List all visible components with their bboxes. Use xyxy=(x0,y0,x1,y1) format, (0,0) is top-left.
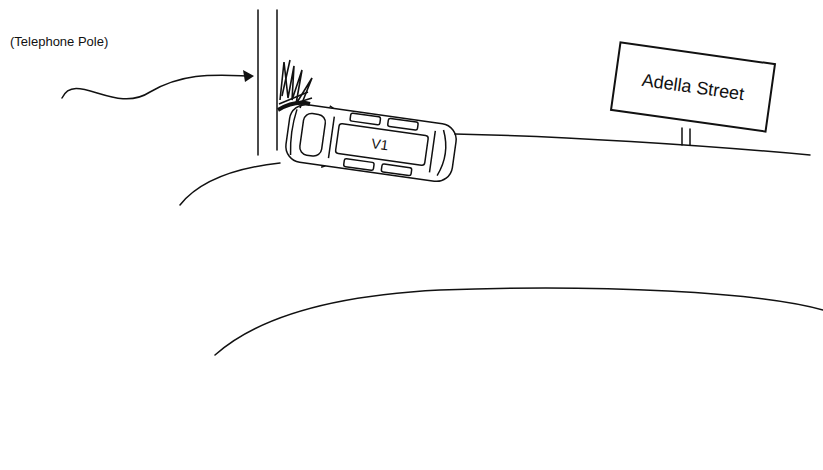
window xyxy=(388,118,419,130)
telephone-pole xyxy=(258,10,277,155)
impact-damage xyxy=(278,60,312,110)
mirror xyxy=(321,106,334,168)
rear-window xyxy=(437,130,448,176)
car-body xyxy=(284,101,459,186)
window xyxy=(343,158,374,170)
leader-line xyxy=(62,75,250,99)
road-edge xyxy=(215,288,823,355)
window xyxy=(350,113,381,125)
front-bumper xyxy=(289,109,297,155)
window xyxy=(381,164,412,176)
street-sign: Adella Street xyxy=(610,41,776,132)
road-edge xyxy=(180,163,280,205)
street-name: Adella Street xyxy=(641,69,746,104)
road-edge xyxy=(455,134,810,155)
hood xyxy=(299,112,327,157)
vehicle: V1 xyxy=(281,96,461,189)
car-body xyxy=(284,103,458,184)
vehicle-label: V1 xyxy=(370,135,389,153)
arrowhead xyxy=(243,70,254,82)
callout-label: (Telephone Pole) xyxy=(10,34,108,49)
sign-post xyxy=(682,128,690,145)
